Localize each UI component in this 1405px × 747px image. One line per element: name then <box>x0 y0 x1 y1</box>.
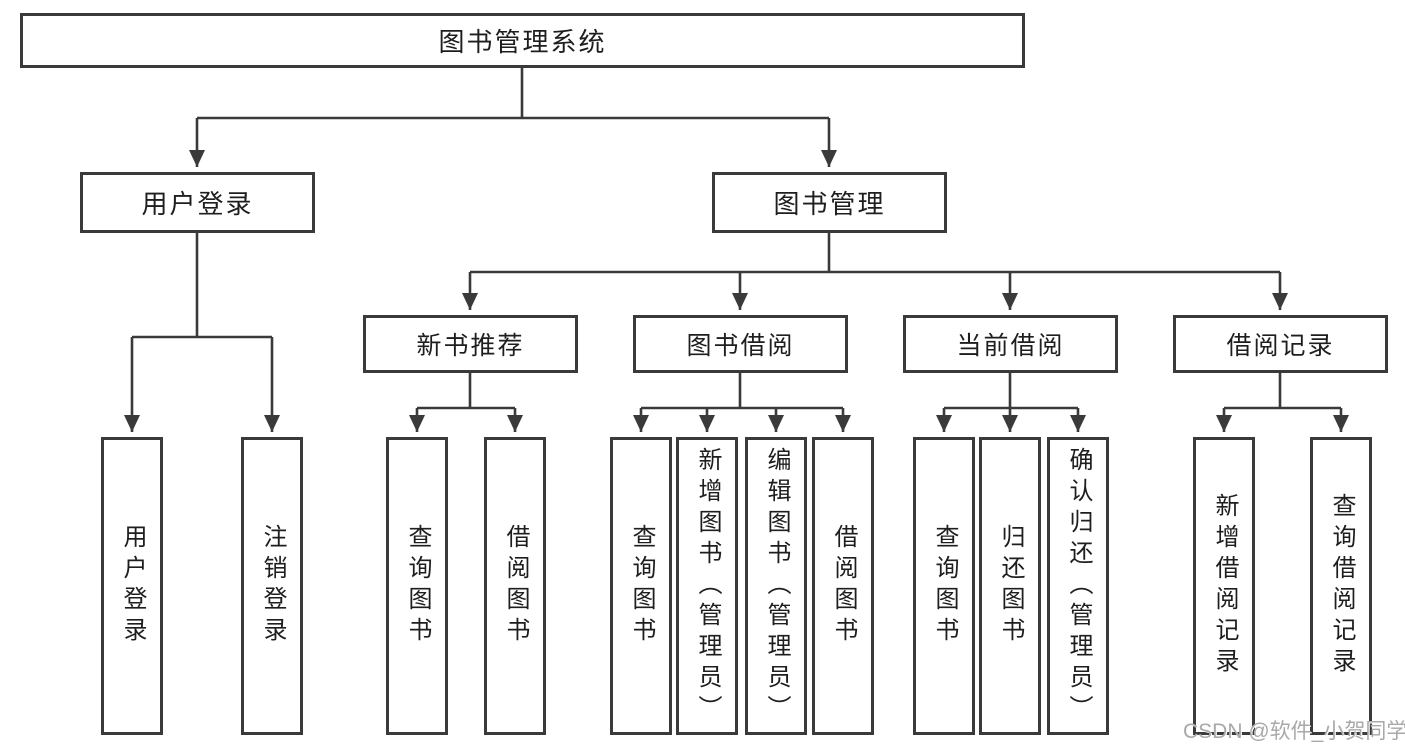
leaf-return-book: 归还图书 <box>979 437 1041 735</box>
leaf-query-book-recommend: 查询图书 <box>386 437 448 735</box>
leaf-user-login: 用户登录 <box>101 437 163 735</box>
node-current-borrow: 当前借阅 <box>903 315 1118 373</box>
node-user-login: 用户登录 <box>80 172 315 233</box>
leaf-query-borrow-record: 查询借阅记录 <box>1310 437 1372 735</box>
leaf-borrow-book: 借阅图书 <box>812 437 874 735</box>
node-borrow-record: 借阅记录 <box>1173 315 1388 373</box>
node-book-management: 图书管理 <box>712 172 947 233</box>
node-root: 图书管理系统 <box>20 13 1025 68</box>
leaf-query-book-borrow: 查询图书 <box>610 437 672 735</box>
leaf-confirm-return-admin: 确认归还（管理员） <box>1047 437 1109 735</box>
node-book-borrow: 图书借阅 <box>633 315 848 373</box>
leaf-edit-book-admin: 编辑图书（管理员） <box>745 437 807 735</box>
leaf-borrow-book-recommend: 借阅图书 <box>484 437 546 735</box>
leaf-query-book-current: 查询图书 <box>913 437 975 735</box>
node-new-book-recommend: 新书推荐 <box>363 315 578 373</box>
leaf-logout: 注销登录 <box>241 437 303 735</box>
leaf-add-borrow-record: 新增借阅记录 <box>1193 437 1255 735</box>
leaf-add-book-admin: 新增图书（管理员） <box>676 437 738 735</box>
watermark: CSDN @软件_小贺同学 <box>1183 720 1405 743</box>
